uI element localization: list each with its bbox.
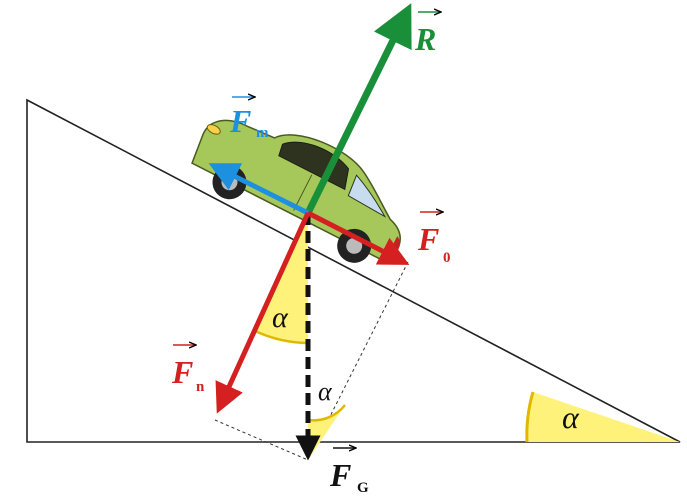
friction-subscript: m xyxy=(256,125,269,141)
resultant-symbol: R xyxy=(414,21,436,57)
normal-component-vector xyxy=(215,211,311,414)
upper-angle-label: α xyxy=(272,301,289,334)
construction-lines xyxy=(214,261,409,461)
parallel-subscript: 0 xyxy=(443,250,451,266)
normal-label: F n xyxy=(171,345,205,395)
friction-label: F m xyxy=(229,97,269,141)
gravity-subscript: G xyxy=(357,480,369,496)
base-angle-arc xyxy=(525,391,535,443)
normal-symbol: F xyxy=(171,354,193,390)
friction-vector xyxy=(208,163,310,216)
parallel-component-vector xyxy=(306,210,410,265)
normal-subscript: n xyxy=(196,379,205,395)
gravity-label: F G xyxy=(329,448,369,496)
lower-angle-label: α xyxy=(318,377,333,406)
base-angle-label: α xyxy=(562,399,580,435)
lower-angle-arc xyxy=(307,404,346,422)
resultant-label: R xyxy=(414,12,440,57)
parallel-label: F 0 xyxy=(417,212,451,266)
incline-triangle xyxy=(26,98,681,443)
resultant-vector xyxy=(304,3,412,215)
base-angle-sector xyxy=(526,392,680,442)
parallel-symbol: F xyxy=(417,221,439,257)
car-icon xyxy=(191,119,401,265)
friction-symbol: F xyxy=(229,103,251,139)
gravity-symbol: F xyxy=(329,457,351,493)
